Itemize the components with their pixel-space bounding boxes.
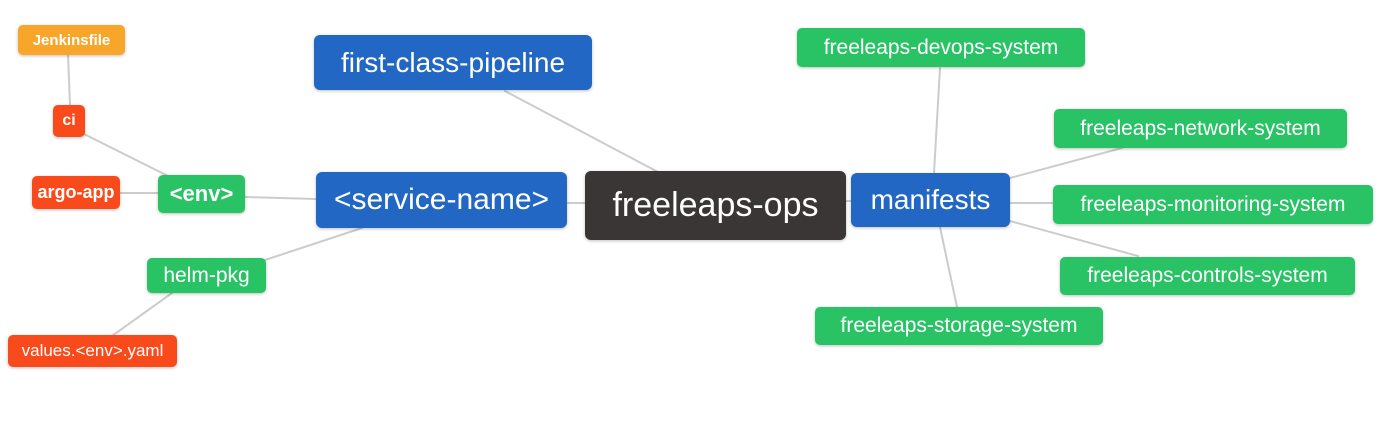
node-first-class-pipeline[interactable]: first-class-pipeline [314,35,592,90]
node-values-env-yaml[interactable]: values.<env>.yaml [8,335,177,367]
node-freeleaps-ops[interactable]: freeleaps-ops [585,171,846,240]
node-helm-pkg[interactable]: helm-pkg [147,258,266,293]
node-manifests[interactable]: manifests [851,173,1010,227]
node-freeleaps-monitoring-system[interactable]: freeleaps-monitoring-system [1053,185,1373,224]
edge-manifests-network [1009,147,1123,179]
edge-values-helm-pkg [111,292,173,337]
edge-manifests-controls [1009,220,1139,257]
edge-pipeline-ops [504,90,659,173]
node-env[interactable]: <env> [158,175,245,213]
node-service-name[interactable]: <service-name> [316,172,567,228]
edge-jenkinsfile-ci [67,54,71,106]
edge-manifests-devops [933,67,941,174]
node-freeleaps-storage-system[interactable]: freeleaps-storage-system [815,307,1103,345]
edge-manifests-storage [939,226,958,308]
edge-helm-pkg-service-name [264,227,363,261]
edge-env-service-name [244,196,317,200]
node-argo-app[interactable]: argo-app [32,176,120,209]
edge-ci-env [83,133,171,178]
node-freeleaps-network-system[interactable]: freeleaps-network-system [1054,109,1347,148]
node-jenkinsfile[interactable]: Jenkinsfile [18,25,125,55]
node-ci[interactable]: ci [53,105,85,137]
node-freeleaps-controls-system[interactable]: freeleaps-controls-system [1060,257,1355,295]
node-freeleaps-devops-system[interactable]: freeleaps-devops-system [797,28,1085,67]
